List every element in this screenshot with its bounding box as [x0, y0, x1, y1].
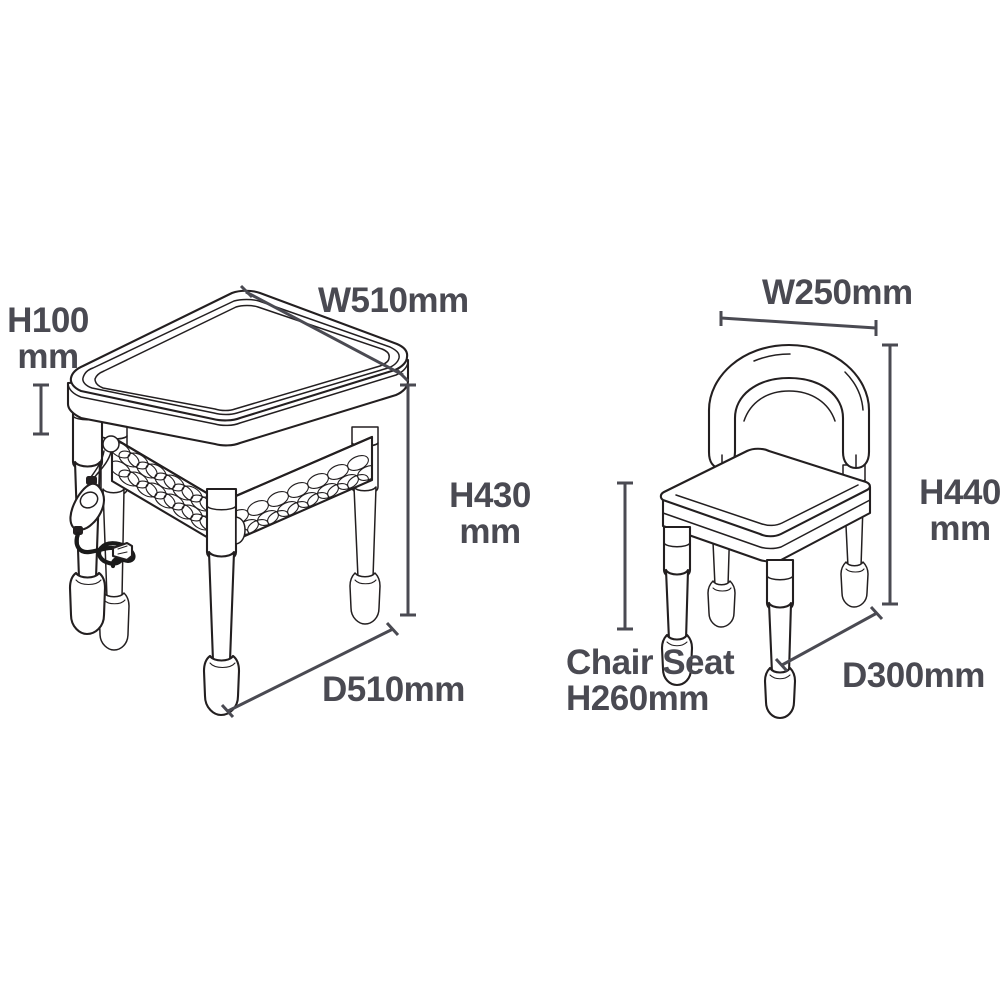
dim-line-h440 [882, 343, 898, 606]
dim-line-w250 [719, 311, 878, 336]
label-table-height: H430 mm [449, 476, 531, 552]
label-chair-seat-height: Chair Seat H260mm [566, 643, 735, 719]
dim-line-h430 [400, 383, 416, 617]
label-table-apron-height: H100 mm [7, 301, 89, 377]
table-dimension-lines [33, 284, 416, 719]
dim-line-w510 [239, 284, 410, 383]
table-top-slab [66, 289, 410, 447]
dim-line-chair-seat-h260 [617, 481, 633, 631]
label-table-width: W510mm [318, 281, 469, 320]
label-chair-height: H440 mm [919, 473, 1000, 549]
chair-illustration [659, 343, 872, 720]
table-hang-tag-and-cable [69, 435, 136, 569]
chair-leg-front-left [660, 525, 694, 687]
table-illustration [66, 289, 410, 717]
label-chair-width: W250mm [762, 273, 913, 312]
chair-seat [659, 447, 872, 563]
chair-leg-front-right [763, 558, 797, 720]
table-apron-mesh [110, 435, 374, 548]
dim-line-d300 [774, 605, 884, 673]
dim-line-d510 [220, 621, 400, 719]
table-leg-front-right [202, 487, 246, 717]
chair-backrest [707, 343, 871, 470]
label-chair-depth: D300mm [842, 656, 985, 695]
chair-dimension-lines [617, 311, 898, 673]
dim-line-h100 [33, 383, 49, 436]
label-table-depth: D510mm [322, 670, 465, 709]
